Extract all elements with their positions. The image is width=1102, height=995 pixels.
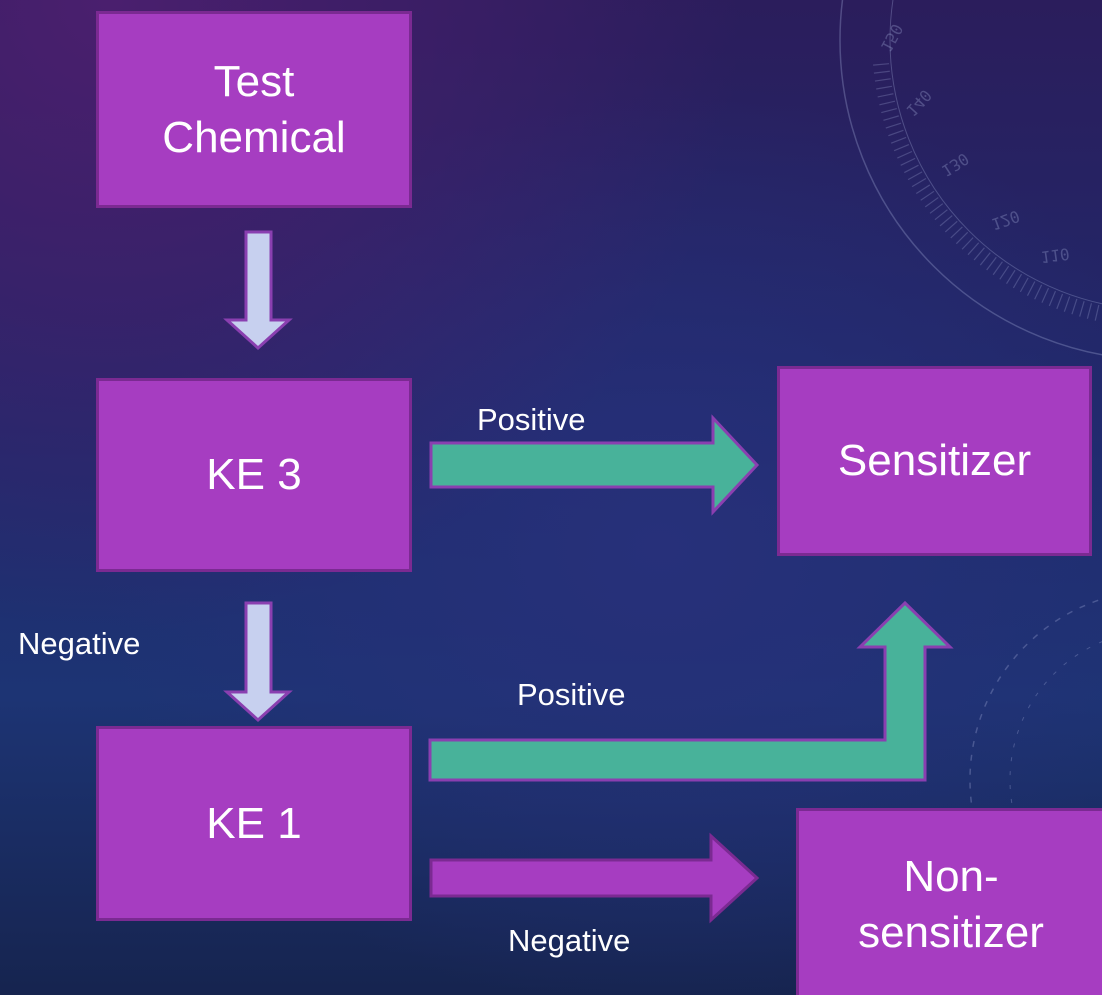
label-ke3-positive: Positive bbox=[477, 402, 586, 437]
dial-tick bbox=[1063, 296, 1071, 312]
dial-tick bbox=[897, 150, 913, 159]
dial-tick bbox=[999, 265, 1010, 280]
dial-tick bbox=[1094, 304, 1100, 321]
dial-tick bbox=[1048, 290, 1057, 307]
dial-tick bbox=[992, 261, 1003, 276]
box-sensitizer: Sensitizer bbox=[777, 366, 1092, 556]
dial-tick bbox=[881, 107, 897, 114]
dial-tick bbox=[877, 93, 894, 98]
dial-ring-inner bbox=[889, 0, 1102, 305]
label-ke3-negative: Negative bbox=[18, 626, 141, 661]
dial-tick bbox=[1071, 298, 1078, 315]
box-non-sensitizer: Non- sensitizer bbox=[796, 808, 1102, 995]
dial-tick bbox=[979, 252, 991, 266]
dial-tick bbox=[876, 85, 893, 90]
dial-tick bbox=[950, 226, 963, 239]
dial-tick bbox=[888, 129, 904, 137]
dial-tick bbox=[944, 220, 958, 233]
dial-tick bbox=[890, 136, 907, 144]
dial-tick bbox=[1086, 303, 1093, 319]
dial-tick bbox=[1079, 301, 1085, 317]
dial-tick bbox=[873, 70, 890, 74]
dial-tick bbox=[885, 122, 902, 129]
box-ke3: KE 3 bbox=[96, 378, 412, 572]
dial-tick bbox=[883, 115, 899, 121]
dial-tick bbox=[1019, 277, 1029, 293]
dial-tick bbox=[920, 190, 935, 201]
dial-tick bbox=[1026, 281, 1036, 296]
dial-tick bbox=[900, 157, 916, 166]
dial-tick bbox=[939, 215, 953, 227]
dial-tick bbox=[904, 164, 919, 174]
down-arrow-ke3-to-ke1 bbox=[223, 601, 293, 723]
dial-tick bbox=[967, 242, 980, 256]
dial-tick bbox=[911, 177, 927, 188]
dial-tick bbox=[924, 197, 939, 208]
dial-tick bbox=[879, 100, 896, 106]
dial-tick bbox=[986, 256, 997, 271]
dial-tick bbox=[929, 203, 944, 214]
dial-tick bbox=[1012, 273, 1023, 289]
dial-tick bbox=[893, 143, 910, 152]
dial-tick bbox=[907, 171, 923, 181]
dial-tick-label: 110 bbox=[1039, 244, 1070, 267]
label-ke1-negative: Negative bbox=[508, 923, 631, 958]
box-ke1: KE 1 bbox=[96, 726, 412, 921]
box-test-chemical: Test Chemical bbox=[96, 11, 412, 208]
dial-tick bbox=[1056, 293, 1064, 310]
dial-ring-outer bbox=[839, 0, 1102, 356]
dial-tick bbox=[874, 78, 891, 82]
label-ke1-positive: Positive bbox=[517, 677, 626, 712]
dial-tick bbox=[934, 209, 948, 221]
down-arrow-test-to-ke3 bbox=[223, 230, 293, 351]
elbow-arrow-ke1-positive bbox=[428, 600, 954, 782]
right-arrow-ke1-negative bbox=[429, 832, 760, 924]
dial-tick bbox=[915, 184, 931, 194]
dial-tick bbox=[1041, 287, 1050, 303]
right-arrow-ke3-positive bbox=[429, 414, 760, 516]
dial-tick bbox=[873, 63, 890, 66]
dial-tick bbox=[973, 247, 985, 261]
dial-tick bbox=[961, 237, 974, 250]
dial-tick bbox=[1006, 269, 1016, 285]
dial-tick bbox=[955, 231, 969, 245]
dial-tick bbox=[1034, 284, 1043, 300]
